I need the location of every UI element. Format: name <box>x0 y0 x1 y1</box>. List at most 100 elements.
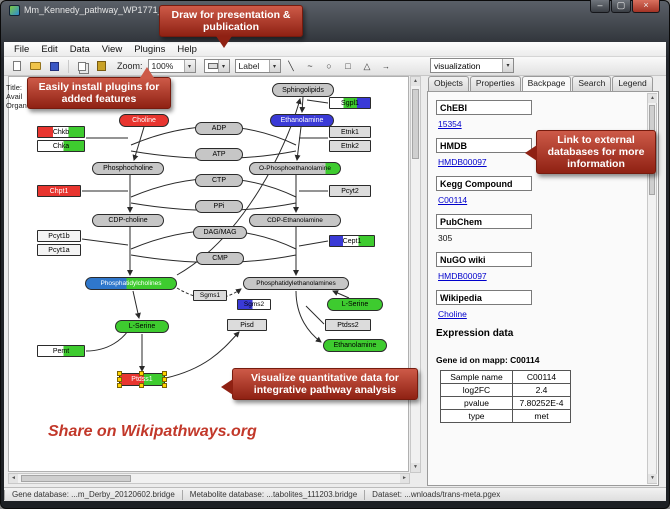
pathway-node-ptdss1[interactable]: Ptdss1 <box>117 371 167 388</box>
rect-tool-button[interactable] <box>340 59 357 74</box>
selection-handle[interactable] <box>117 383 122 388</box>
info-title-label: Title: <box>6 83 22 92</box>
selection-handle[interactable] <box>162 383 167 388</box>
pathway-node-choline[interactable]: Choline <box>119 114 169 127</box>
scroll-up-icon[interactable]: ▲ <box>648 94 657 103</box>
maximize-button[interactable]: ▢ <box>611 0 631 13</box>
pathway-node-cmp[interactable]: CMP <box>196 252 244 265</box>
chevron-down-icon[interactable] <box>502 59 513 72</box>
menu-view[interactable]: View <box>101 43 123 55</box>
label-dropdown[interactable]: Label <box>234 59 281 73</box>
tab-search[interactable]: Search <box>572 76 612 91</box>
table-cell: type <box>440 409 513 423</box>
xref-link[interactable]: Choline <box>438 309 467 319</box>
selection-handle[interactable] <box>117 371 122 376</box>
gene-id-mapp-line: Gene id on mapp: C00114 <box>436 355 540 365</box>
selection-handle[interactable] <box>139 383 144 388</box>
scroll-left-icon[interactable]: ◄ <box>9 474 18 483</box>
datanode-icon <box>207 63 218 69</box>
save-button[interactable] <box>46 59 63 74</box>
pathway-node-pcyt1b[interactable]: Pcyt1b <box>37 230 81 242</box>
tab-objects[interactable]: Objects <box>428 76 469 91</box>
pathway-node-o-phosphoethanolamine[interactable]: O-Phosphoethanolamine <box>249 162 341 175</box>
new-file-button[interactable] <box>8 59 25 74</box>
pathway-node-phosphatidylcholines[interactable]: Phosphatidylcholines <box>85 277 177 290</box>
sidebar-tabs: Objects Properties Backpage Search Legen… <box>427 76 659 91</box>
pathway-node-ctp[interactable]: CTP <box>195 174 243 187</box>
pathway-node-sgms2[interactable]: Sgms2 <box>237 299 271 310</box>
curve-tool-button[interactable] <box>302 59 319 74</box>
pathway-node-cept1[interactable]: Cept1 <box>329 235 375 247</box>
scroll-down-icon[interactable]: ▼ <box>648 474 657 483</box>
menu-help[interactable]: Help <box>177 43 197 55</box>
pathway-node-chkb[interactable]: Chkb <box>37 126 85 138</box>
menu-data[interactable]: Data <box>69 43 90 55</box>
pathway-node-cdp-choline[interactable]: CDP-choline <box>92 214 164 227</box>
open-button[interactable] <box>27 59 44 74</box>
pathway-node-pcyt1a[interactable]: Pcyt1a <box>37 244 81 256</box>
pathway-node-ethanolamine[interactable]: Ethanolamine <box>270 114 334 127</box>
canvas-vertical-scrollbar[interactable]: ▲ ▼ <box>410 76 421 473</box>
pathway-node-etnk1[interactable]: Etnk1 <box>329 126 371 138</box>
paste-button[interactable] <box>93 59 110 74</box>
pathway-node-sgms1[interactable]: Sgms1 <box>193 290 227 301</box>
pathway-node-cdp-ethanolamine[interactable]: CDP-Ethanolamine <box>249 214 341 227</box>
selection-handle[interactable] <box>162 371 167 376</box>
oval-tool-button[interactable] <box>321 59 338 74</box>
pathway-node-etnk2[interactable]: Etnk2 <box>329 140 371 152</box>
pathway-node-phosphatidylethanolamines[interactable]: Phosphatidylethanolamines <box>243 277 349 290</box>
pathway-node-pcyt2[interactable]: Pcyt2 <box>329 185 371 197</box>
pathway-node-pisd[interactable]: Pisd <box>227 319 267 331</box>
scroll-right-icon[interactable]: ► <box>400 474 409 483</box>
pathway-node-ethanolamine[interactable]: Ethanolamine <box>323 339 387 352</box>
pathway-node-pemt[interactable]: Pemt <box>37 345 85 357</box>
pathway-node-l-serine[interactable]: L-Serine <box>115 320 169 333</box>
chevron-down-icon[interactable] <box>268 60 280 72</box>
copy-button[interactable] <box>74 59 91 74</box>
menu-plugins[interactable]: Plugins <box>134 43 166 55</box>
selection-handle[interactable] <box>139 371 144 376</box>
zoom-combobox[interactable]: 100% <box>147 59 196 73</box>
xref-link[interactable]: C00114 <box>438 195 468 205</box>
pathway-node-l-serine[interactable]: L-Serine <box>327 298 383 311</box>
chevron-down-icon[interactable] <box>217 60 229 72</box>
pathway-node-ppi[interactable]: PPi <box>195 200 243 213</box>
pathway-node-chpt1[interactable]: Chpt1 <box>37 185 81 197</box>
xref-link[interactable]: HMDB00097 <box>438 271 487 281</box>
tab-backpage[interactable]: Backpage <box>521 76 572 91</box>
selection-handle[interactable] <box>162 376 167 382</box>
pathway-node-sgpl1[interactable]: Sgpl1 <box>329 97 371 109</box>
visualization-dropdown[interactable]: visualization <box>430 58 514 73</box>
scroll-thumb[interactable] <box>21 475 131 482</box>
pathway-node-sphingolipids[interactable]: Sphingolipids <box>272 83 334 97</box>
pathway-node-adp[interactable]: ADP <box>195 122 243 135</box>
callout-arrow-left-icon <box>221 379 233 395</box>
scroll-down-icon[interactable]: ▼ <box>411 463 420 472</box>
pathway-node-phosphocholine[interactable]: Phosphocholine <box>92 162 164 175</box>
visualization-dropdown-text: visualization <box>434 60 481 71</box>
pathway-node-chka[interactable]: Chka <box>37 140 85 152</box>
datanode-dropdown[interactable] <box>203 59 230 73</box>
pathway-node-dag-mag[interactable]: DAG/MAG <box>193 226 247 239</box>
menu-edit[interactable]: Edit <box>41 43 58 55</box>
tab-legend[interactable]: Legend <box>612 76 653 91</box>
selection-handle[interactable] <box>117 376 122 382</box>
callout-text: Visualize quantitative data for integrat… <box>250 372 399 396</box>
connector-tool-button[interactable] <box>378 59 395 74</box>
menu-file[interactable]: File <box>14 43 30 55</box>
line-tool-button[interactable] <box>283 59 300 74</box>
tab-properties[interactable]: Properties <box>469 76 521 91</box>
canvas-horizontal-scrollbar[interactable]: ◄ ► <box>8 473 410 484</box>
xref-header: PubChem <box>436 214 532 229</box>
pathway-node-ptdss2[interactable]: Ptdss2 <box>325 319 371 331</box>
minimize-button[interactable]: – <box>590 0 610 13</box>
xref-link[interactable]: 15354 <box>438 119 462 129</box>
pathway-node-atp[interactable]: ATP <box>195 148 243 161</box>
scroll-up-icon[interactable]: ▲ <box>411 77 420 86</box>
scroll-thumb[interactable] <box>412 89 419 159</box>
xref-link[interactable]: HMDB00097 <box>438 157 487 167</box>
shape-tool-button[interactable] <box>359 59 376 74</box>
close-button[interactable]: × <box>632 0 660 13</box>
chevron-down-icon[interactable] <box>183 60 195 72</box>
